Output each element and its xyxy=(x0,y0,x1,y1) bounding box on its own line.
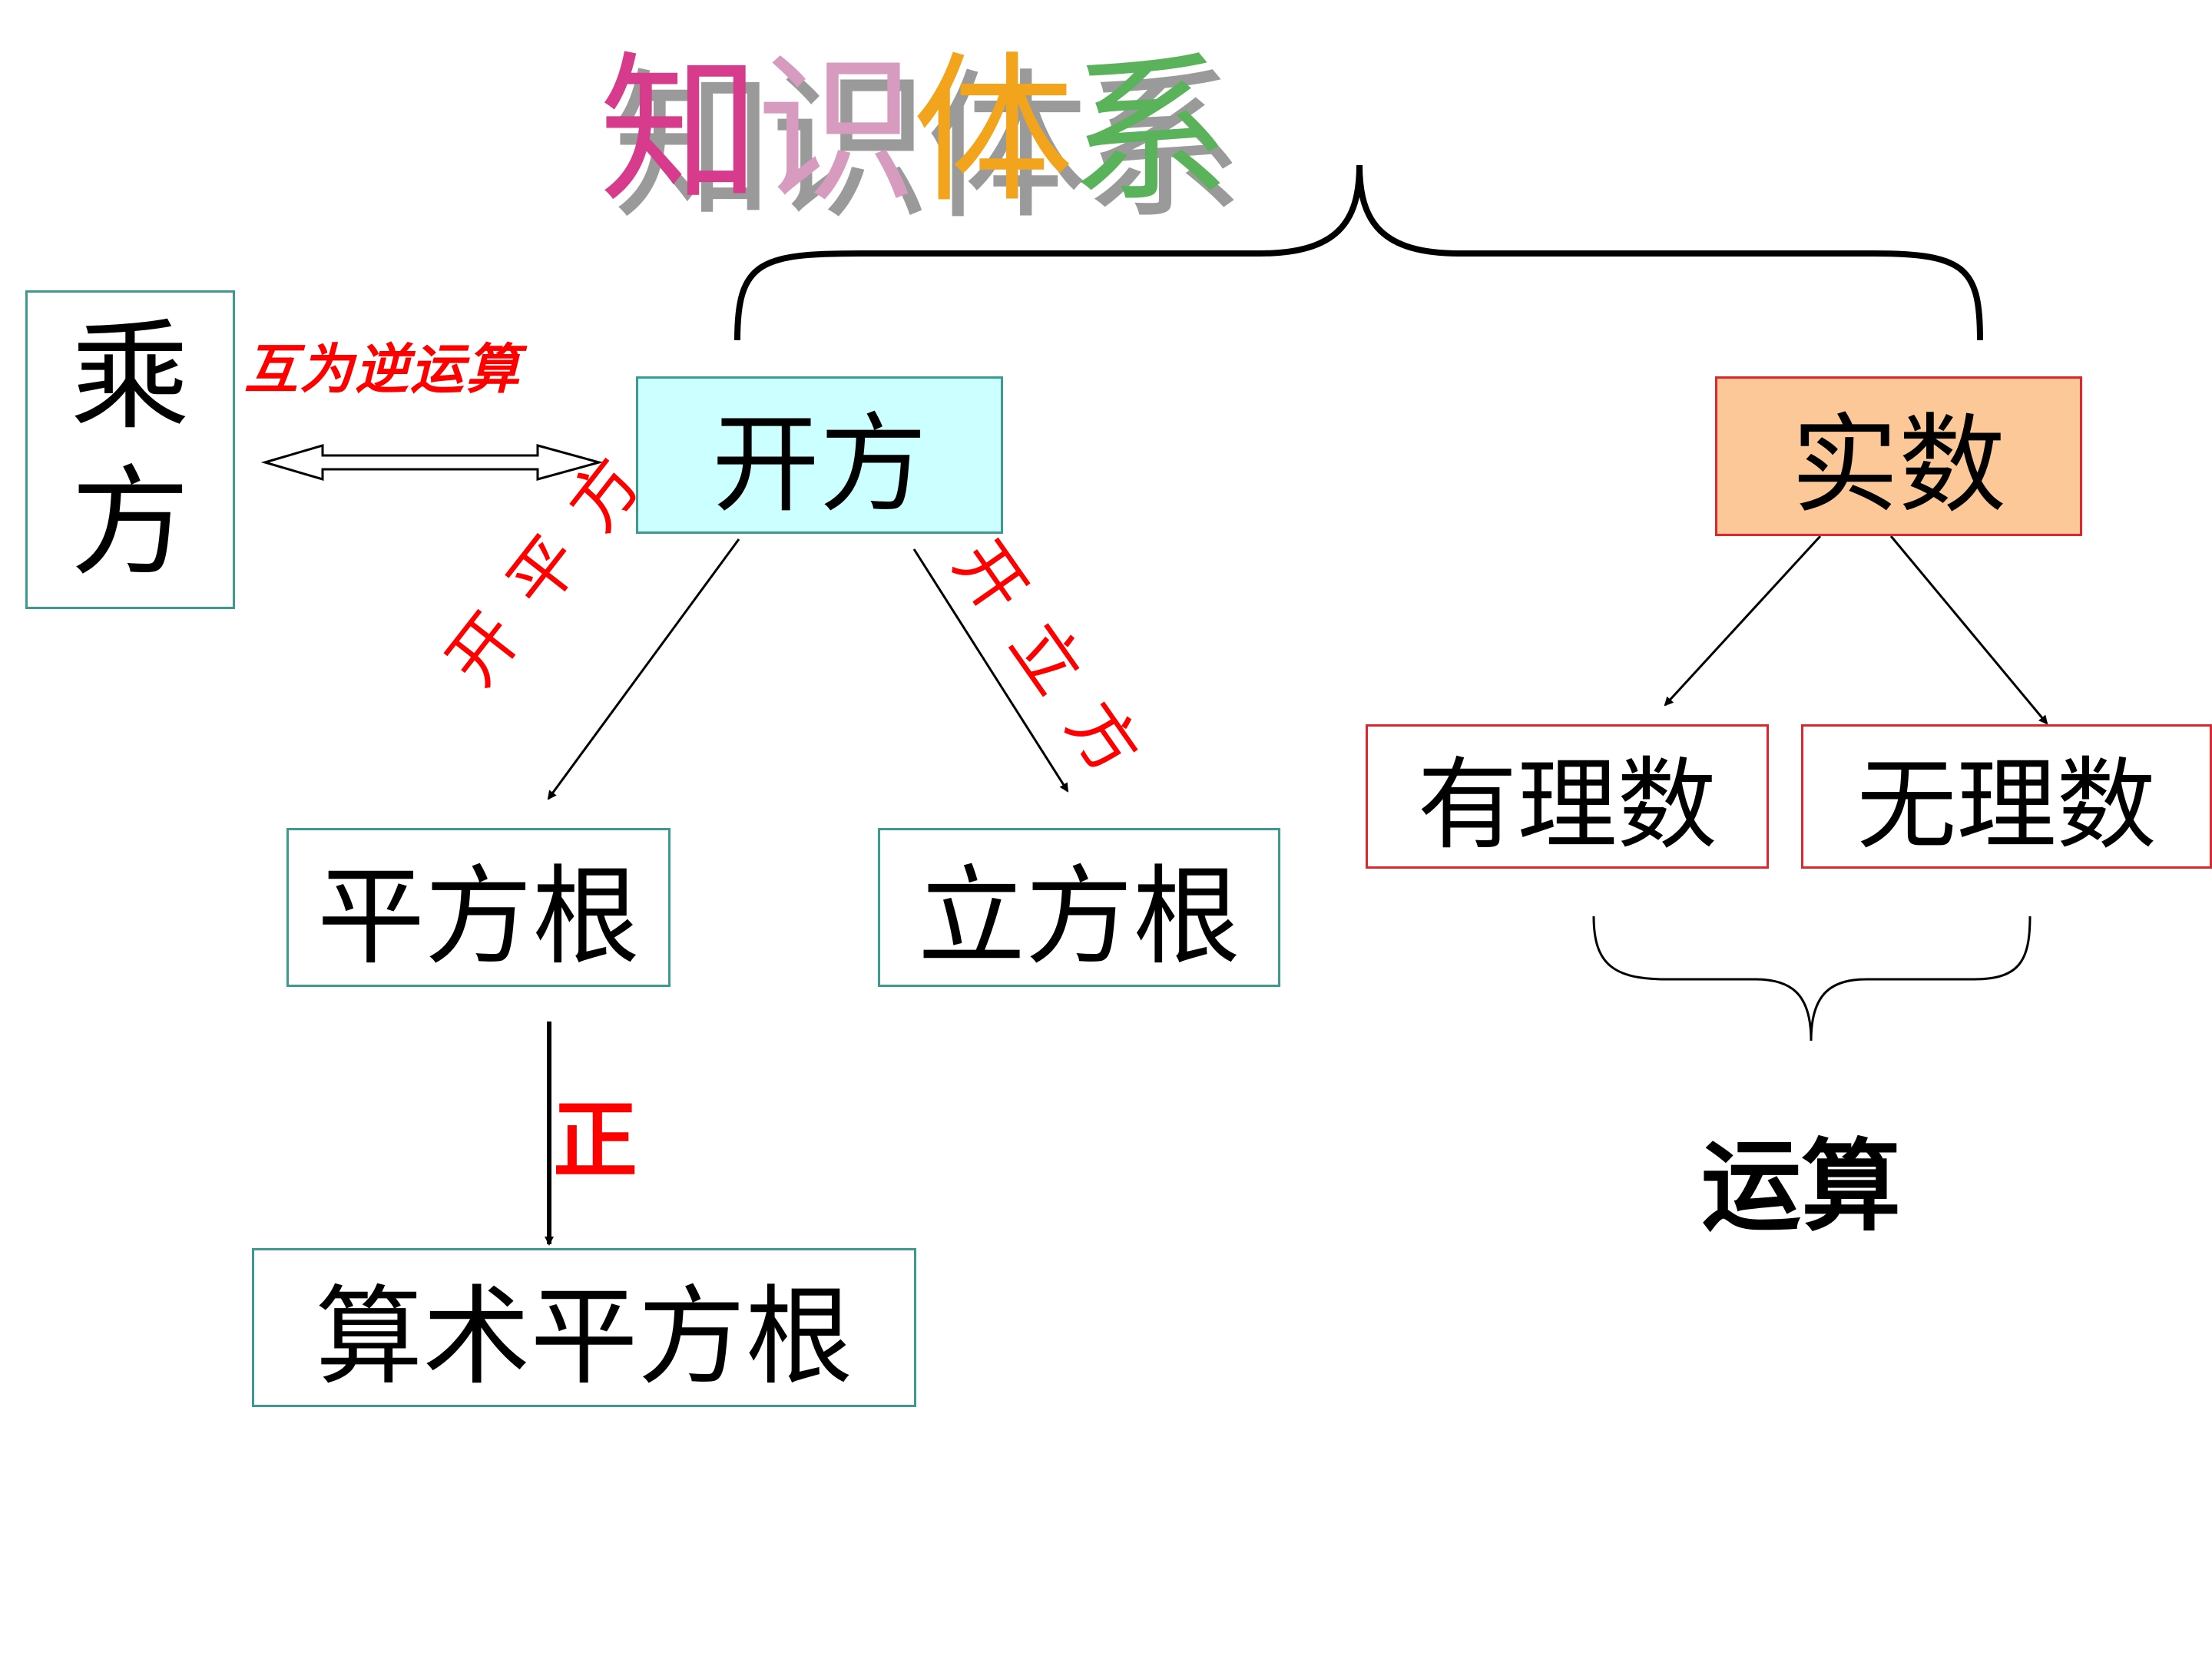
node-chengfang-top: 乘 xyxy=(71,306,190,446)
node-wulishu-label: 无理数 xyxy=(1856,747,2157,863)
node-chengfang: 乘 方 xyxy=(25,290,235,609)
node-shishu-label: 实数 xyxy=(1790,403,2006,528)
title-char-3: 体 xyxy=(912,37,1074,225)
node-shishu: 实数 xyxy=(1715,376,2082,536)
arrow-to-lifanggen xyxy=(912,548,1069,793)
arrow-to-youlishu xyxy=(1664,535,1822,707)
title-char-2: 识 xyxy=(756,37,917,225)
arrow-to-pingfanggen xyxy=(547,538,740,800)
label-inverse-operation: 互为逆运算 xyxy=(244,338,521,401)
page-title: 知 识 体 系 xyxy=(599,0,1230,225)
node-pingfanggen-label: 平方根 xyxy=(316,854,640,980)
node-youlishu-label: 有理数 xyxy=(1417,747,1717,863)
node-suanshupingfanggen: 算术平方根 xyxy=(252,1248,916,1407)
node-kaifang-label: 开方 xyxy=(711,402,927,528)
arrow-to-wulishu xyxy=(1889,535,2048,725)
node-lifanggen: 立方根 xyxy=(878,828,1280,987)
node-youlishu: 有理数 xyxy=(1366,724,1769,869)
label-positive: 正 xyxy=(553,1091,637,1190)
node-lifanggen-label: 立方根 xyxy=(917,854,1240,980)
bottom-brace xyxy=(1592,916,2032,1041)
title-char-1: 知 xyxy=(599,37,760,225)
double-arrow-inverse xyxy=(260,443,604,482)
node-suanshupingfanggen-label: 算术平方根 xyxy=(315,1274,853,1400)
node-wulishu: 无理数 xyxy=(1801,724,2212,869)
node-pingfanggen: 平方根 xyxy=(286,828,671,987)
label-operation: 运算 xyxy=(1701,1128,1902,1245)
node-chengfang-bottom: 方 xyxy=(71,452,190,592)
node-kaifang: 开方 xyxy=(636,376,1003,534)
title-char-4: 系 xyxy=(1069,37,1230,225)
top-brace xyxy=(734,164,1983,341)
